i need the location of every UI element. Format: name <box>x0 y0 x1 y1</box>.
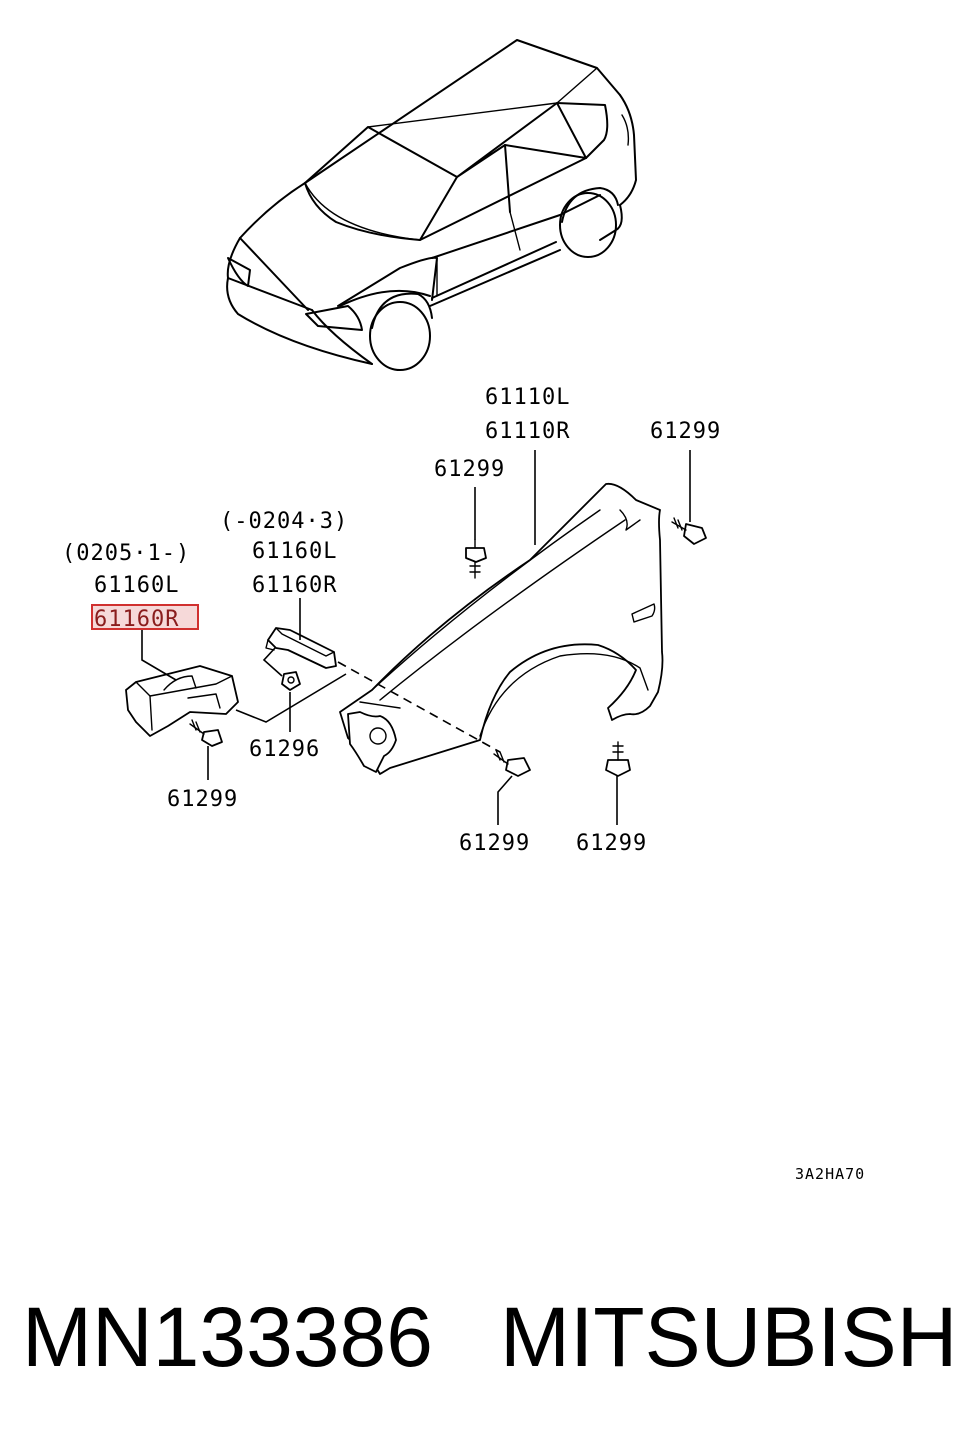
label-bracket-new-l: 61160L <box>94 573 179 598</box>
bracket-old <box>265 627 337 669</box>
part-highlight-box <box>91 604 199 630</box>
label-fender-l: 61110L <box>485 385 570 410</box>
label-screw-top-right: 61299 <box>650 419 721 444</box>
label-screw-top-mid: 61299 <box>434 457 505 482</box>
screw-bottom-right <box>605 741 631 777</box>
label-screw-bottom-right: 61299 <box>576 831 647 856</box>
label-bracket-new-r: 61160R <box>94 607 179 632</box>
label-range-old: (-0204·3) <box>220 509 348 534</box>
screw-bottom-mid <box>493 749 531 777</box>
car-overview-illustration <box>226 39 637 371</box>
part-number: MN133386 <box>22 1290 433 1384</box>
nut-61296 <box>281 671 301 691</box>
label-fender-r: 61110R <box>485 419 570 444</box>
label-bracket-old-r: 61160R <box>252 573 337 598</box>
label-screw-bottom-mid: 61299 <box>459 831 530 856</box>
label-bracket-old-l: 61160L <box>252 539 337 564</box>
reference-dashed-line <box>337 661 501 753</box>
screw-top-right <box>671 517 707 545</box>
label-screw-left: 61299 <box>167 787 238 812</box>
brand-name: MITSUBISHI <box>500 1290 960 1384</box>
screw-top-mid <box>465 539 487 579</box>
label-range-new: (0205·1-) <box>62 541 190 566</box>
diagram-code: 3A2HA70 <box>795 1165 865 1183</box>
bracket-new <box>125 665 239 737</box>
fender-panel <box>339 482 664 775</box>
label-nut: 61296 <box>249 737 320 762</box>
leader-lines <box>141 450 691 825</box>
screw-left <box>189 719 223 747</box>
